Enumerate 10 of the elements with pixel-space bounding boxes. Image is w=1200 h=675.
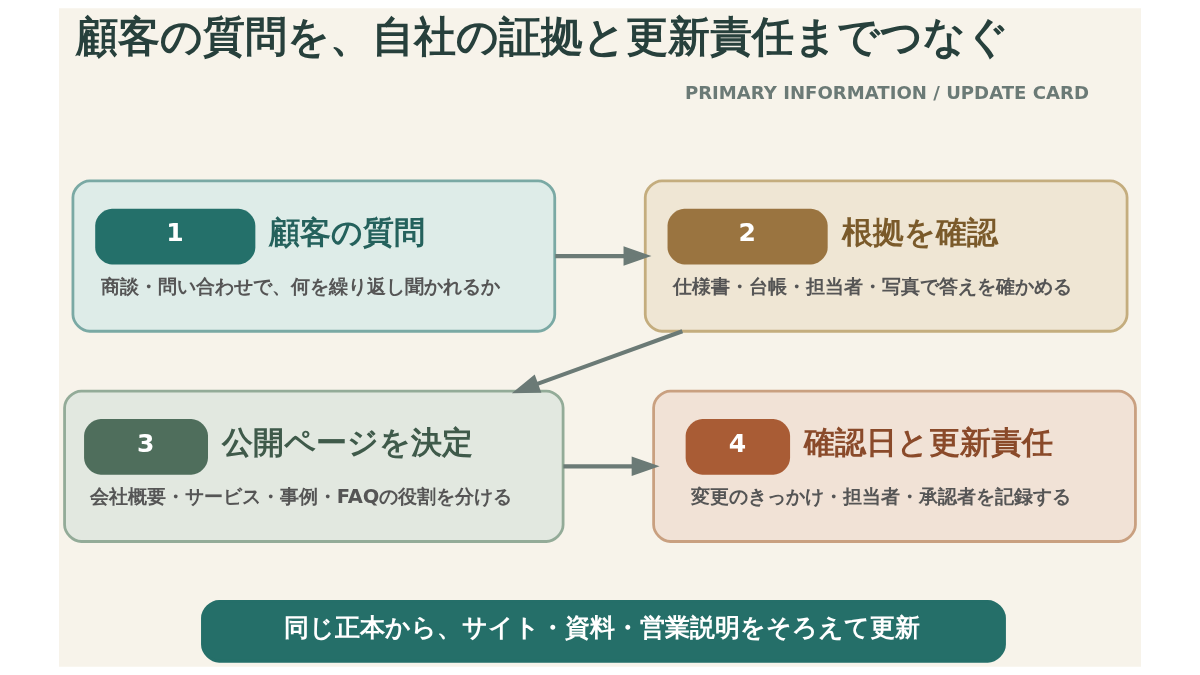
arrow	[563, 456, 660, 477]
arrow	[555, 246, 652, 266]
node-box: 同じ正本から、サイト・資料・営業説明をそろえて更新	[201, 600, 1006, 663]
arrow	[511, 329, 684, 394]
diagram-title: 顧客の質問を、自社の証拠と更新責任までつなぐ	[75, 12, 1009, 62]
node-box: 1 顧客の質問 商談・問い合わせで、何を繰り返し聞かれるか	[71, 179, 557, 333]
node-box: 4 確認日と更新責任 変更のきっかけ・担当者・承認者を記録する	[652, 389, 1137, 543]
label: PRIMARY INFORMATION / UPDATE CARD	[684, 82, 1089, 104]
node-box: 2 根拠を確認 仕様書・台帳・担当者・写真で答えを確かめる	[643, 179, 1129, 333]
node-box: 3 公開ページを決定 会社概要・サービス・事例・FAQの役割を分ける	[63, 389, 565, 543]
